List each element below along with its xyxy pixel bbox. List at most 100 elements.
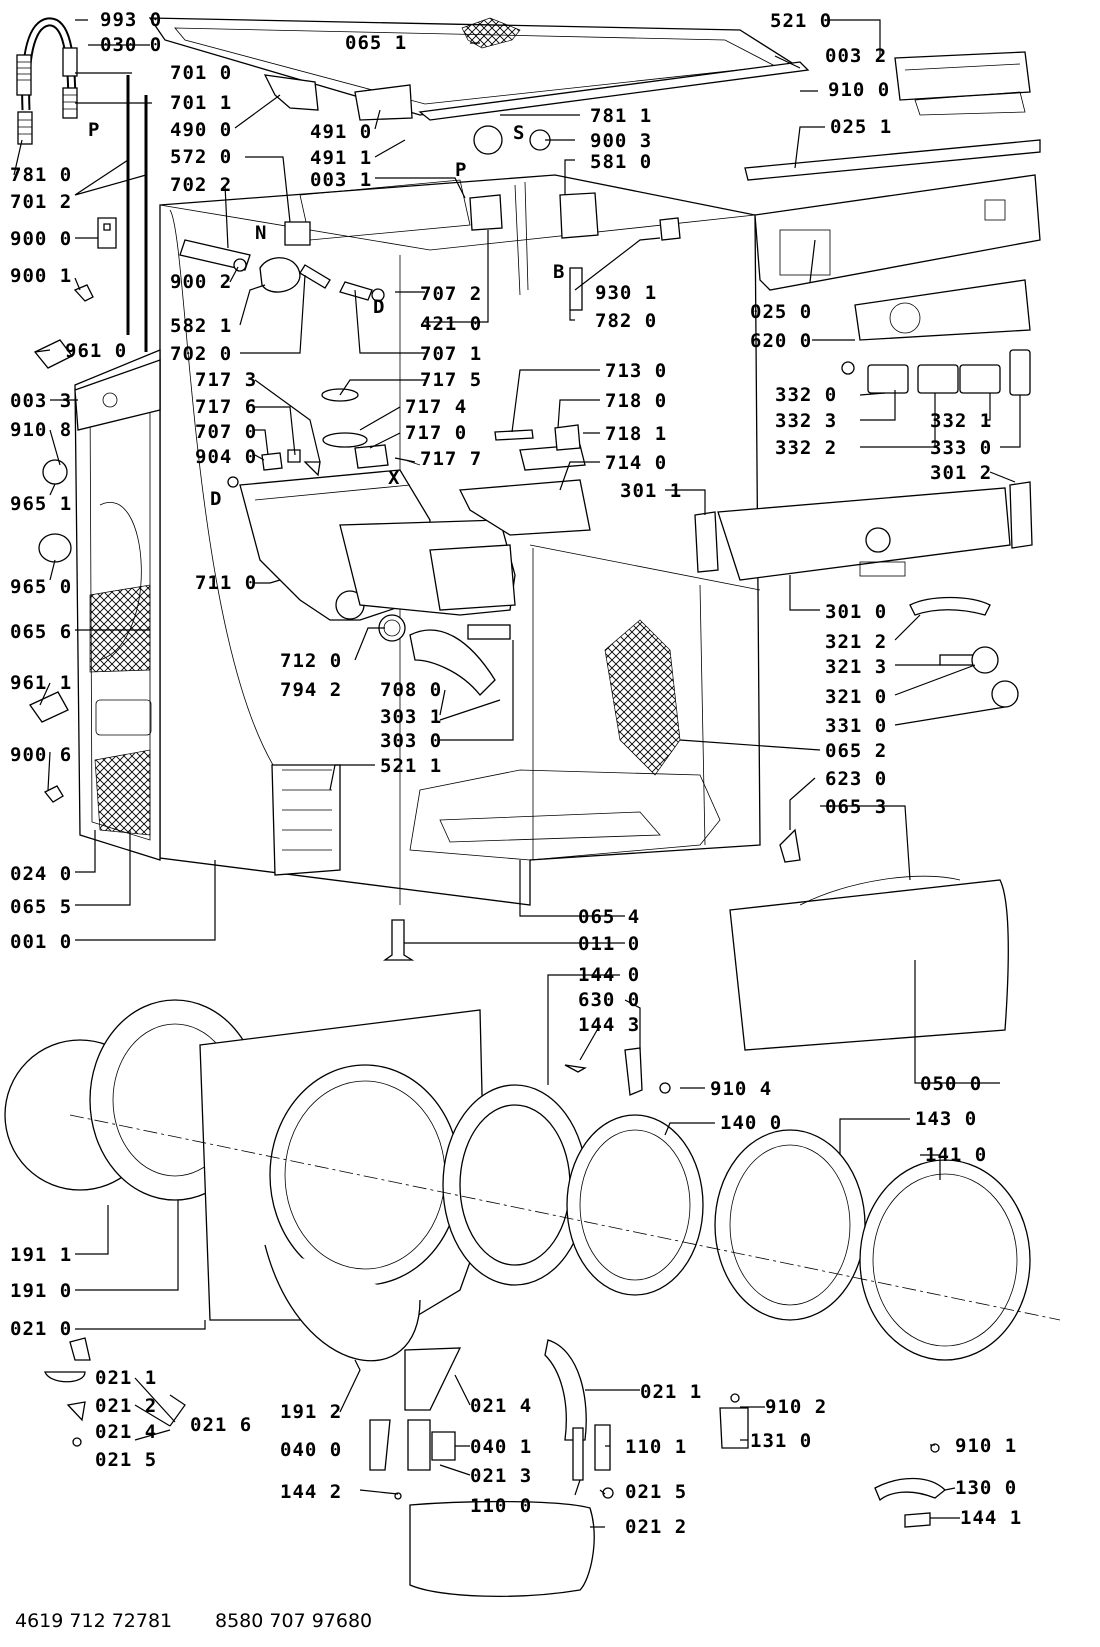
front-assembly: [4, 999, 1061, 1362]
part-label-021-3: 021 3: [470, 1465, 533, 1487]
part-label-713-0: 713 0: [605, 360, 668, 382]
part-label-900-2: 900 2: [170, 271, 233, 293]
part-label-065-4: 065 4: [578, 906, 641, 928]
part-label-065-1: 065 1: [345, 32, 408, 54]
rear-strip: [418, 61, 810, 121]
part-label-961-0: 961 0: [65, 340, 128, 362]
part-label-131-0: 131 0: [750, 1430, 813, 1452]
part-label-630-0: 630 0: [578, 989, 641, 1011]
part-label-707-2: 707 2: [420, 283, 483, 305]
part-label-707-1: 707 1: [420, 343, 483, 365]
part-label-782-0: 782 0: [595, 310, 658, 332]
part-label-781-0: 781 0: [10, 164, 73, 186]
part-label-025-0: 025 0: [750, 301, 813, 323]
part-label-191-1: 191 1: [10, 1244, 73, 1266]
part-label-717-0: 717 0: [405, 422, 468, 444]
part-label-572-0: 572 0: [170, 146, 233, 168]
part-label-717-5: 717 5: [420, 369, 483, 391]
button-caps: [867, 349, 1031, 396]
marker-n: N: [255, 222, 268, 244]
part-label-717-7: 717 7: [420, 448, 483, 470]
part-label-321-0: 321 0: [825, 686, 888, 708]
part-label-144-0: 144 0: [578, 964, 641, 986]
part-label-021-1-left: 021 1: [95, 1367, 158, 1389]
part-label-794-2: 794 2: [280, 679, 343, 701]
part-label-708-0: 708 0: [380, 679, 443, 701]
part-label-910-4: 910 4: [710, 1078, 773, 1100]
hose-993: [16, 17, 78, 145]
part-label-910-1: 910 1: [955, 1435, 1018, 1457]
part-label-930-1: 930 1: [595, 282, 658, 304]
marker-b: B: [553, 261, 566, 283]
part-label-025-1: 025 1: [830, 116, 893, 138]
part-label-040-1: 040 1: [470, 1436, 533, 1458]
part-label-702-0: 702 0: [170, 343, 233, 365]
part-label-003-3: 003 3: [10, 390, 73, 412]
part-label-961-1: 961 1: [10, 672, 73, 694]
part-label-717-4: 717 4: [405, 396, 468, 418]
part-label-900-3: 900 3: [590, 130, 653, 152]
part-label-130-0: 130 0: [955, 1477, 1018, 1499]
part-label-332-3: 332 3: [775, 410, 838, 432]
part-label-702-2: 702 2: [170, 174, 233, 196]
part-label-900-6: 900 6: [10, 744, 73, 766]
part-label-021-2: 021 2: [625, 1516, 688, 1538]
part-label-144-1: 144 1: [960, 1507, 1023, 1529]
footer-code-left: 4619 712 72781: [15, 1610, 173, 1632]
part-label-021-4-left: 021 4: [95, 1421, 158, 1443]
part-label-321-3: 321 3: [825, 656, 888, 678]
part-label-521-0: 521 0: [770, 10, 833, 32]
control-panel: [694, 481, 1033, 581]
part-label-303-1: 303 1: [380, 706, 443, 728]
part-label-331-0: 331 0: [825, 715, 888, 737]
part-label-024-0: 024 0: [10, 863, 73, 885]
part-label-717-6: 717 6: [195, 396, 258, 418]
valve-parts: [261, 388, 421, 477]
part-label-065-3: 065 3: [825, 796, 888, 818]
part-label-050-0: 050 0: [920, 1073, 983, 1095]
part-label-021-5-left: 021 5: [95, 1449, 158, 1471]
part-label-900-1: 900 1: [10, 265, 73, 287]
part-label-141-0: 141 0: [925, 1144, 988, 1166]
part-label-303-0: 303 0: [380, 730, 443, 752]
part-label-301-2: 301 2: [930, 462, 993, 484]
part-label-718-1: 718 1: [605, 423, 668, 445]
part-label-003-2: 003 2: [825, 45, 888, 67]
part-label-623-0: 623 0: [825, 768, 888, 790]
part-label-065-6: 065 6: [10, 621, 73, 643]
part-label-021-1: 021 1: [640, 1381, 703, 1403]
part-label-021-5: 021 5: [625, 1481, 688, 1503]
part-label-040-0: 040 0: [280, 1439, 343, 1461]
marker-p-top: P: [455, 159, 468, 181]
part-label-332-0: 332 0: [775, 384, 838, 406]
part-label-701-1: 701 1: [170, 92, 233, 114]
part-label-333-0: 333 0: [930, 437, 993, 459]
part-label-110-1: 110 1: [625, 1436, 688, 1458]
part-label-910-8: 910 8: [10, 419, 73, 441]
part-label-781-1: 781 1: [590, 105, 653, 127]
part-label-011-0: 011 0: [578, 933, 641, 955]
part-label-712-0: 712 0: [280, 650, 343, 672]
part-label-421-0: 421 0: [420, 313, 483, 335]
part-label-620-0: 620 0: [750, 330, 813, 352]
part-label-301-1: 301 1: [620, 480, 683, 502]
part-label-491-1: 491 1: [310, 147, 373, 169]
part-label-491-0: 491 0: [310, 121, 373, 143]
part-label-965-0: 965 0: [10, 576, 73, 598]
marker-d-top: D: [373, 296, 386, 318]
part-label-332-2: 332 2: [775, 437, 838, 459]
part-label-711-0: 711 0: [195, 572, 258, 594]
part-label-965-1: 965 1: [10, 493, 73, 515]
part-label-110-0: 110 0: [470, 1495, 533, 1517]
part-label-332-1: 332 1: [930, 410, 993, 432]
part-label-910-2: 910 2: [765, 1396, 828, 1418]
marker-x: X: [388, 467, 401, 489]
part-label-144-3: 144 3: [578, 1014, 641, 1036]
top-lid: [148, 17, 802, 116]
part-label-191-0: 191 0: [10, 1280, 73, 1302]
part-label-701-2: 701 2: [10, 191, 73, 213]
part-label-707-0: 707 0: [195, 421, 258, 443]
part-label-065-5: 065 5: [10, 896, 73, 918]
